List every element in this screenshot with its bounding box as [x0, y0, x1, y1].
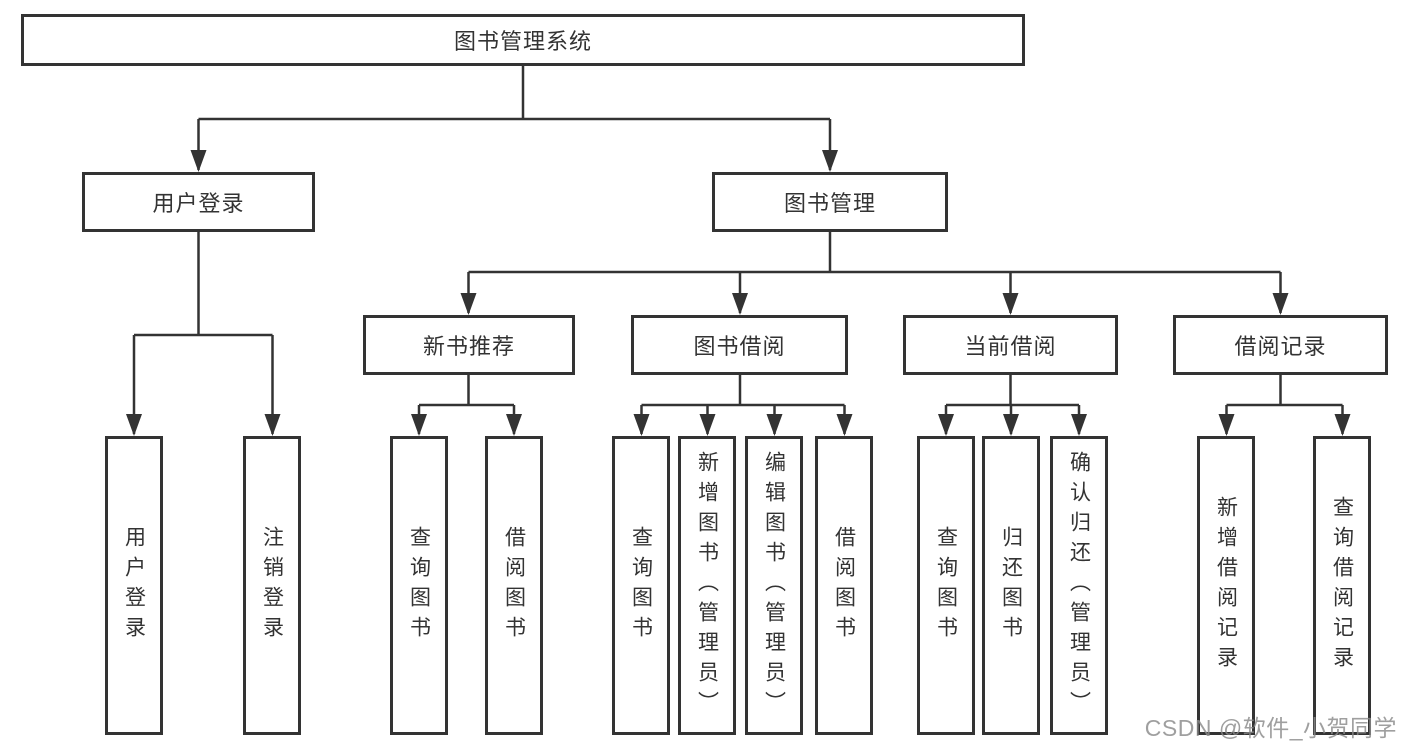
leaf-borrow-borrow-book: 借阅图书	[815, 436, 873, 735]
node-new-book-recommendation-label: 新书推荐	[422, 334, 515, 359]
leaf-current-query-book-label: 查询图书	[934, 525, 958, 646]
leaf-confirm-return-admin-label: 确认归还（管理员）	[1067, 450, 1091, 721]
leaf-current-query-book: 查询图书	[917, 436, 975, 735]
node-current-borrowing: 当前借阅	[903, 315, 1118, 375]
leaf-user-login-label: 用户登录	[122, 525, 146, 646]
leaf-logout-label: 注销登录	[260, 525, 284, 646]
leaf-query-borrow-record: 查询借阅记录	[1313, 436, 1371, 735]
leaf-confirm-return-admin: 确认归还（管理员）	[1050, 436, 1108, 735]
leaf-return-book-label: 归还图书	[999, 525, 1023, 646]
edge-bookmgmt-to-level3	[467, 232, 1282, 313]
node-new-book-recommendation: 新书推荐	[363, 315, 575, 375]
edge-root-to-level2	[197, 66, 832, 170]
leaf-add-borrow-record-label: 新增借阅记录	[1214, 495, 1238, 676]
arrowheads	[126, 150, 1351, 436]
edge-newbookrec-to-leaves	[417, 375, 516, 434]
leaf-rec-query-book-label: 查询图书	[407, 525, 431, 646]
node-current-borrowing-label: 当前借阅	[964, 334, 1057, 359]
leaf-rec-borrow-book: 借阅图书	[485, 436, 543, 735]
leaf-add-book-admin-label: 新增图书（管理员）	[695, 450, 719, 721]
leaf-user-login: 用户登录	[105, 436, 163, 735]
node-borrowing-records-label: 借阅记录	[1234, 334, 1327, 359]
node-root-system: 图书管理系统	[21, 14, 1025, 66]
leaf-logout: 注销登录	[243, 436, 301, 735]
leaf-borrow-borrow-book-label: 借阅图书	[832, 525, 856, 646]
leaf-return-book: 归还图书	[982, 436, 1040, 735]
node-book-borrowing-label: 图书借阅	[693, 334, 786, 359]
edge-userlogin-to-leaves	[132, 232, 274, 434]
node-book-management: 图书管理	[712, 172, 948, 232]
leaf-add-borrow-record: 新增借阅记录	[1197, 436, 1255, 735]
edge-bookborrow-to-leaves	[640, 375, 846, 434]
leaf-borrow-query-book: 查询图书	[612, 436, 670, 735]
edge-borrowrecord-to-leaves	[1225, 375, 1344, 434]
leaf-rec-query-book: 查询图书	[390, 436, 448, 735]
node-user-login: 用户登录	[82, 172, 315, 232]
node-book-borrowing: 图书借阅	[631, 315, 848, 375]
leaf-add-book-admin: 新增图书（管理员）	[678, 436, 736, 735]
leaf-rec-borrow-book-label: 借阅图书	[502, 525, 526, 646]
node-user-login-label: 用户登录	[152, 191, 245, 216]
leaf-borrow-query-book-label: 查询图书	[629, 525, 653, 646]
leaf-edit-book-admin-label: 编辑图书（管理员）	[762, 450, 786, 721]
node-book-management-label: 图书管理	[783, 191, 876, 216]
node-borrowing-records: 借阅记录	[1173, 315, 1388, 375]
node-root-system-label: 图书管理系统	[453, 29, 592, 54]
leaf-edit-book-admin: 编辑图书（管理员）	[745, 436, 803, 735]
leaf-query-borrow-record-label: 查询借阅记录	[1330, 495, 1354, 676]
csdn-watermark: CSDN @软件_小贺同学	[1144, 715, 1397, 741]
